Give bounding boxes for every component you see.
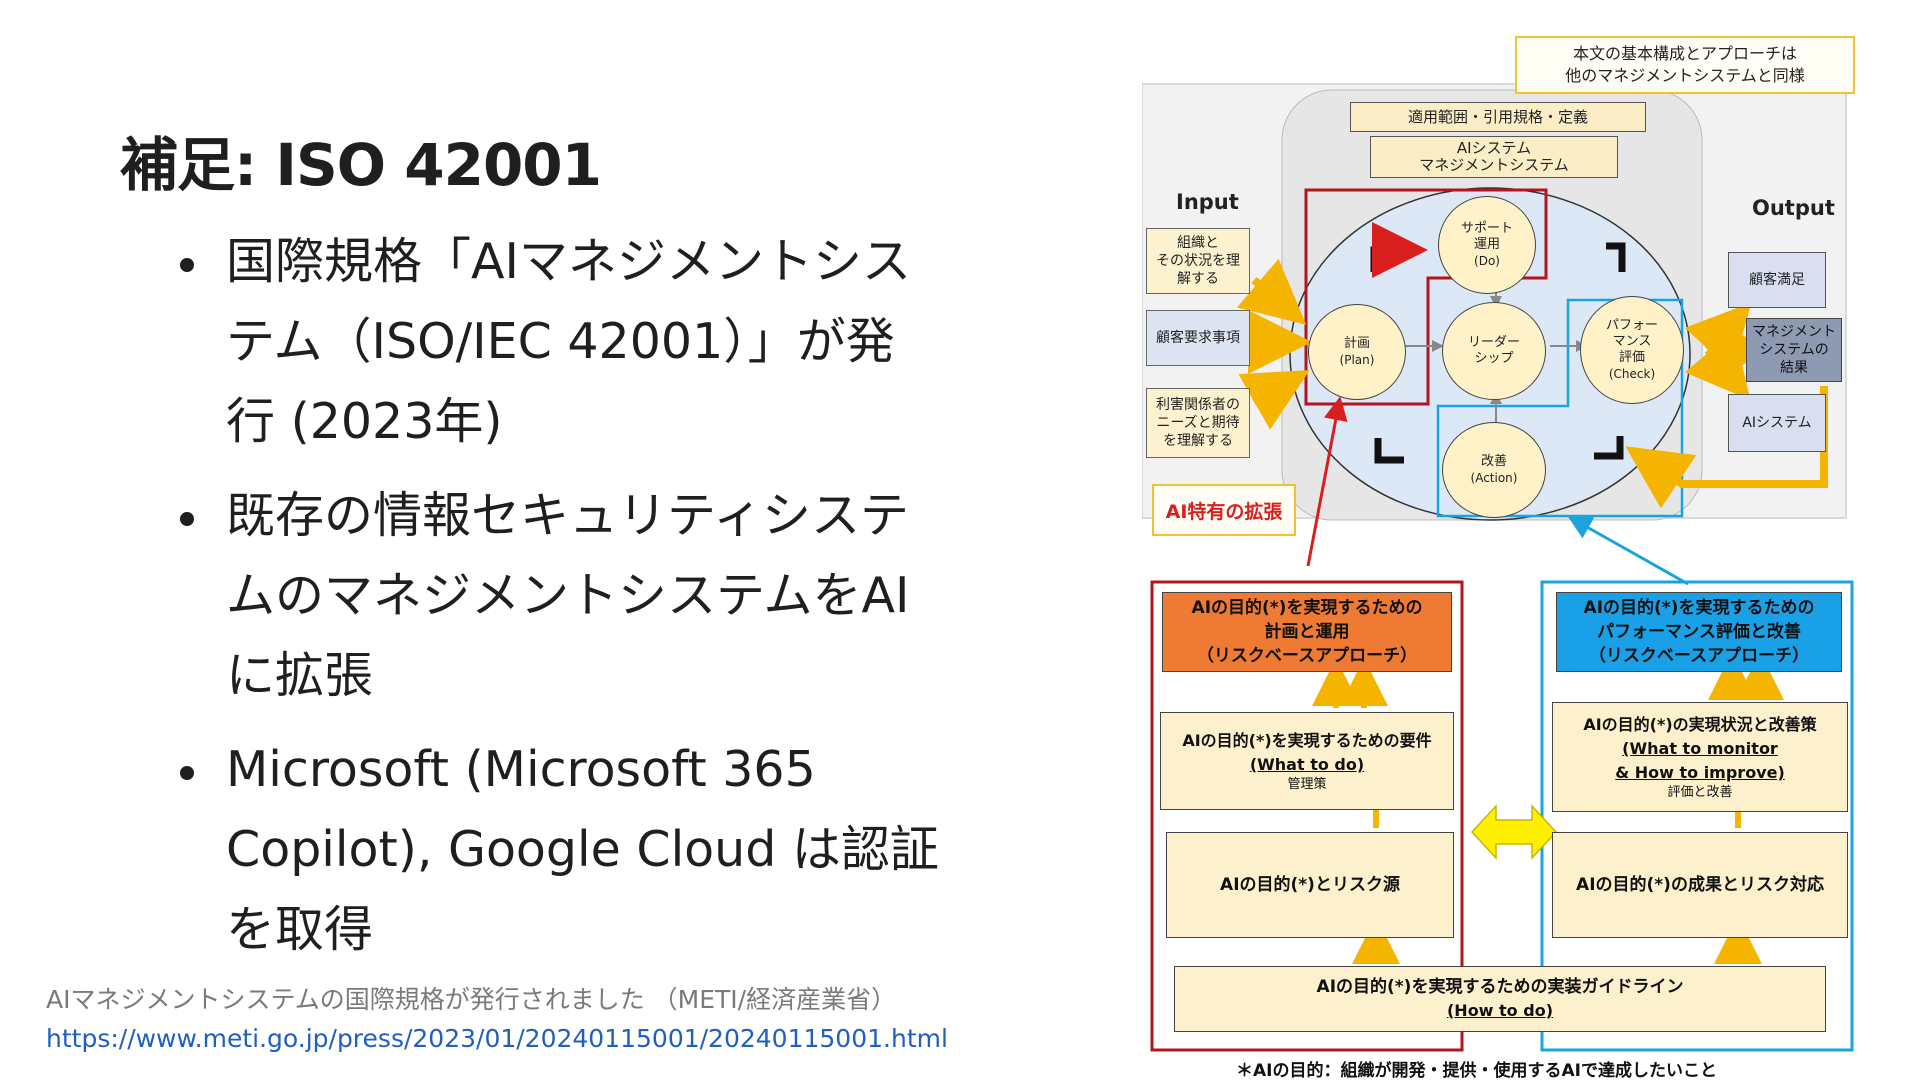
circle-sub: (Action)	[1470, 471, 1518, 485]
ai-extension-label: AI特有の拡張	[1152, 484, 1296, 536]
input-line: 解する	[1177, 271, 1219, 287]
output-line: AIシステム	[1742, 415, 1812, 431]
check-act-region-outline	[1436, 298, 1684, 518]
scope-label: 適用範囲・引用規格・定義	[1350, 102, 1646, 132]
output-box-customer-satisfaction: 顧客満足	[1728, 252, 1826, 308]
panel-line: AIの目的(*)の実現状況と改善策	[1583, 715, 1817, 734]
source-caption: AIマネジメントシステムの国際規格が発行されました （METI/経済産業省）	[46, 985, 897, 1014]
note-box: 本文の基本構成とアプローチは 他のマネジメントシステムと同様	[1515, 36, 1855, 94]
panel-line: AIの目的(*)を実現するための要件	[1182, 731, 1432, 750]
circle-support-operation: サポート 運用 (Do)	[1438, 196, 1536, 294]
input-line: 組織と	[1177, 235, 1219, 251]
bullet-item: Microsoft (Microsoft 365 Copilot), Googl…	[180, 730, 940, 970]
circle-label: 運用	[1473, 237, 1500, 252]
bullet-list: 国際規格「AIマネジメントシステム（ISO/IEC 42001）」が発行 (20…	[180, 222, 940, 984]
panel-line: （リスクベースアプローチ）	[1588, 646, 1810, 666]
guideline-box: AIの目的(*)を実現するための実装ガイドライン (How to do)	[1174, 966, 1826, 1032]
circle-performance-evaluation: パフォー マンス 評価 (Check)	[1580, 296, 1684, 404]
input-arrow	[1238, 370, 1310, 430]
bullet-dot	[180, 258, 194, 272]
panel-small: 管理策	[1287, 777, 1327, 792]
circle-sub: (Do)	[1474, 254, 1500, 268]
output-title: Output	[1752, 196, 1835, 220]
output-box-ms-results: マネジメント システムの 結果	[1746, 318, 1842, 382]
left-panel-frame	[1150, 580, 1464, 1052]
circle-label: リーダー	[1467, 335, 1520, 350]
system-label-line: AIシステム	[1456, 139, 1532, 157]
iso42001-diagram: 本文の基本構成とアプローチは 他のマネジメントシステムと同様 適用範囲・引用規格…	[1142, 36, 1882, 1081]
circle-sub: (Check)	[1608, 367, 1656, 381]
input-line: 顧客要求事項	[1156, 330, 1240, 346]
panel-line: 計画と運用	[1264, 622, 1350, 642]
rotation-arrow-icon	[1606, 242, 1626, 272]
input-line: を理解する	[1163, 433, 1233, 449]
panel-small: 評価と改善	[1667, 785, 1733, 800]
circle-label: シップ	[1474, 351, 1514, 366]
output-line: 顧客満足	[1749, 272, 1805, 288]
output-line: システムの	[1759, 342, 1829, 358]
system-label-line: マネジメントシステム	[1419, 156, 1569, 174]
circle-label: パフォー	[1605, 318, 1658, 333]
input-line: その状況を理	[1156, 253, 1240, 269]
right-bottom-box: AIの目的(*)の成果とリスク対応	[1552, 832, 1848, 938]
right-mid-box: AIの目的(*)の実現状況と改善策 (What to monitor & How…	[1552, 702, 1848, 812]
output-line: 結果	[1780, 360, 1808, 376]
bullet-dot	[180, 766, 194, 780]
output-line: マネジメント	[1752, 324, 1836, 340]
input-line: 利害関係者の	[1156, 397, 1240, 413]
input-line: ニーズと期待	[1156, 415, 1240, 431]
bullet-item: 既存の情報セキュリティシステムのマネジメントシステムをAIに拡張	[180, 476, 940, 716]
source-link[interactable]: https://www.meti.go.jp/press/2023/01/202…	[46, 1024, 948, 1053]
system-label: AIシステム マネジメントシステム	[1370, 136, 1618, 178]
input-box-customer-requirements: 顧客要求事項	[1146, 310, 1250, 366]
output-arrow	[1684, 330, 1751, 401]
circle-label: サポート	[1460, 221, 1513, 236]
check-pointer	[1567, 516, 1689, 586]
panel-underline: (What to do)	[1249, 755, 1365, 774]
bullet-dot	[180, 512, 194, 526]
panel-line: AIの目的(*)を実現するための	[1191, 598, 1423, 618]
slide-title: 補足: ISO 42001	[120, 131, 602, 199]
circle-label: 計画	[1343, 336, 1370, 351]
left-top-box: AIの目的(*)を実現するための 計画と運用 （リスクベースアプローチ）	[1162, 592, 1452, 672]
guideline-title: AIの目的(*)を実現するための実装ガイドライン	[1316, 977, 1684, 997]
note-line: 本文の基本構成とアプローチは	[1572, 44, 1797, 63]
left-bottom-box: AIの目的(*)とリスク源	[1166, 832, 1454, 938]
input-title: Input	[1176, 190, 1239, 214]
circle-sub: (Plan)	[1339, 353, 1375, 367]
rotation-arrow-icon	[1374, 438, 1404, 464]
circle-label: マンス	[1612, 334, 1652, 349]
bullet-text: 既存の情報セキュリティシステムのマネジメントシステムをAIに拡張	[226, 487, 910, 704]
input-box-context: 組織と その状況を理 解する	[1146, 228, 1250, 294]
left-mid-box: AIの目的(*)を実現するための要件 (What to do) 管理策	[1160, 712, 1454, 810]
circle-plan: 計画 (Plan)	[1308, 304, 1406, 400]
circle-label: 改善	[1480, 454, 1507, 469]
extension-pointer	[1306, 396, 1348, 567]
guideline-underline: (How to do)	[1446, 1001, 1553, 1020]
input-box-stakeholders: 利害関係者の ニーズと期待 を理解する	[1146, 388, 1250, 458]
note-line: 他のマネジメントシステムと同様	[1565, 66, 1805, 85]
panel-line: パフォーマンス評価と改善	[1597, 622, 1801, 642]
panel-underline: (What to monitor	[1622, 739, 1778, 758]
right-top-box: AIの目的(*)を実現するための パフォーマンス評価と改善 （リスクベースアプロ…	[1556, 592, 1842, 672]
output-box-ai-system: AIシステム	[1728, 394, 1826, 452]
circle-improvement: 改善 (Action)	[1442, 422, 1546, 518]
panel-line: AIの目的(*)を実現するための	[1583, 598, 1815, 618]
bullet-item: 国際規格「AIマネジメントシステム（ISO/IEC 42001）」が発行 (20…	[180, 222, 940, 462]
rotation-arrow-icon	[1370, 222, 1428, 278]
panel-line: （リスクベースアプローチ）	[1196, 646, 1418, 666]
input-arrow	[1236, 258, 1307, 325]
panel-underline: & How to improve)	[1615, 763, 1785, 782]
circle-leadership: リーダー シップ	[1442, 302, 1546, 400]
circle-label: 評価	[1618, 350, 1645, 365]
bullet-text: 国際規格「AIマネジメントシステム（ISO/IEC 42001）」が発行 (20…	[226, 233, 911, 450]
bullet-text: Microsoft (Microsoft 365 Copilot), Googl…	[226, 741, 939, 958]
rotation-arrow-icon	[1594, 436, 1624, 460]
diagram-footnote: ＊AIの目的：組織が開発・提供・使用するAIで達成したいこと	[1236, 1061, 1717, 1081]
